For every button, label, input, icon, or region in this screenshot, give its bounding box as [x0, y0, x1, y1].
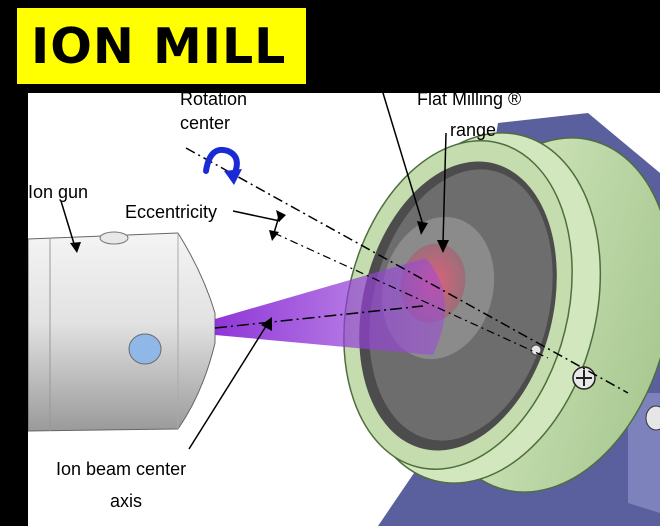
ion-gun [28, 231, 216, 432]
diagram-panel: Rotation center Flat Milling ® range Ion… [28, 93, 660, 526]
page-title: ION MILL [31, 17, 287, 75]
holder-screw [572, 366, 596, 390]
eccentricity-label: Eccentricity [125, 202, 218, 222]
flat-milling-label: Flat Milling ® [417, 93, 522, 109]
ion-gun-label: Ion gun [28, 182, 89, 202]
arrowheads [70, 210, 449, 331]
title-banner: ION MILL [17, 8, 306, 84]
rotation-arrow-icon [203, 147, 242, 185]
eccentric-axis [273, 232, 549, 359]
sample-holder [343, 132, 660, 493]
leader-lines [60, 93, 447, 450]
ion-beam [215, 258, 445, 355]
ion-beam-axis-label: Ion beam center [56, 459, 187, 479]
ion-mill-diagram [28, 93, 660, 526]
rotation-center-label-2: center [180, 113, 231, 133]
gun-port [128, 333, 162, 365]
rotation-center-label: Rotation [180, 93, 248, 109]
rotation-axis [185, 147, 629, 394]
flat-milling-label-2: range [450, 120, 497, 140]
ion-beam-axis [214, 305, 424, 329]
ion-beam-axis-label-2: axis [110, 491, 143, 511]
